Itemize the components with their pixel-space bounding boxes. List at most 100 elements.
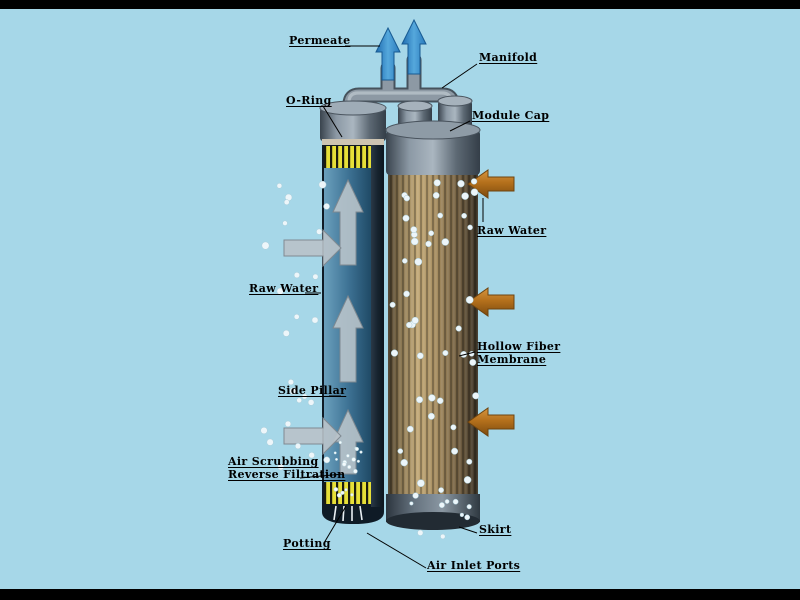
bubble-dot xyxy=(335,457,338,461)
bubble-dot xyxy=(311,316,319,324)
label-o-ring: O-Ring xyxy=(286,94,332,107)
bubble-dot xyxy=(452,498,459,505)
letterbox-top xyxy=(0,0,800,9)
bubble-dot xyxy=(410,226,418,233)
bubble-dot xyxy=(353,469,358,474)
label-side-pillar: Side Pillar xyxy=(278,384,347,397)
bubble-dot xyxy=(466,458,473,465)
potting-top xyxy=(324,146,371,168)
bubble-dot xyxy=(461,212,467,219)
bubble-dot xyxy=(289,387,298,395)
bubble-dot xyxy=(356,459,360,463)
bubbles-left xyxy=(260,180,331,471)
label-module-cap: Module Cap xyxy=(472,109,550,122)
bubble-dot xyxy=(287,379,294,386)
bubble-dot xyxy=(277,463,285,471)
bubble-dot xyxy=(354,446,359,452)
bubble-dot xyxy=(438,502,445,509)
bubble-dot xyxy=(469,358,477,366)
label-potting: Potting xyxy=(283,537,331,550)
bubble-dot xyxy=(347,464,352,470)
bubble-dot xyxy=(437,212,444,219)
bubble-dot xyxy=(400,459,408,467)
potting-bottom xyxy=(324,482,371,504)
bubble-dot xyxy=(432,192,440,199)
bubble-dot xyxy=(282,220,288,226)
bubble-dot xyxy=(465,296,474,304)
bubble-dot xyxy=(359,450,363,454)
bubble-dot xyxy=(308,452,315,459)
bubble-dot xyxy=(438,487,444,493)
raw-water-arrows xyxy=(467,169,515,437)
air-inlet-ports-marks xyxy=(333,505,363,522)
raw-water-inlet-arrows xyxy=(283,228,342,456)
bubble-dot xyxy=(346,454,350,458)
bubble-dot xyxy=(284,420,292,428)
leader-lines xyxy=(299,45,484,569)
raw-water-arrow-icon xyxy=(467,169,515,199)
bubble-dot xyxy=(441,238,450,246)
bubble-dot xyxy=(403,290,410,298)
bubble-dot xyxy=(410,237,419,246)
bubble-dot xyxy=(266,438,274,446)
right-module-cap xyxy=(385,95,481,175)
bubble-dot xyxy=(466,504,472,510)
permeate-arrows xyxy=(375,18,427,81)
bubble-dot xyxy=(409,501,414,506)
bubble-dot xyxy=(323,203,330,210)
bubble-dot xyxy=(301,393,308,400)
bubble-dot xyxy=(402,214,410,222)
side-pillar-wall xyxy=(371,145,384,507)
left-module-cap xyxy=(319,100,387,141)
permeate-arrow-icon xyxy=(401,18,427,75)
bubble-dot xyxy=(350,493,354,497)
bubble-dot xyxy=(428,394,436,402)
raw-water-arrow-icon xyxy=(467,287,515,317)
bubble-dot xyxy=(433,179,441,187)
right-module xyxy=(385,95,481,530)
bubble-dot xyxy=(444,499,450,504)
bubble-dot xyxy=(296,397,302,404)
label-permeate: Permeate xyxy=(289,34,351,47)
bubble-dot xyxy=(390,349,399,357)
bubble-dot xyxy=(442,350,449,356)
bubble-dot xyxy=(455,325,462,332)
label-manifold: Manifold xyxy=(479,51,538,64)
bubble-dot xyxy=(457,180,465,188)
bubble-dot xyxy=(416,396,424,404)
label-raw-water-left: Raw Water xyxy=(249,282,319,295)
bubble-dot xyxy=(307,399,315,406)
bubble-dot xyxy=(397,448,404,454)
bubble-dot xyxy=(293,313,300,320)
bubble-dot xyxy=(406,425,414,433)
bubbles-right xyxy=(389,178,480,499)
bubbles-skirt xyxy=(409,498,472,540)
bubble-dot xyxy=(389,301,396,308)
bubble-dot xyxy=(338,440,342,445)
bubble-dot xyxy=(414,257,423,266)
bubble-dot xyxy=(440,533,446,540)
bubble-dot xyxy=(417,479,425,488)
bubble-dot xyxy=(472,392,480,400)
bubble-dot xyxy=(316,228,323,235)
permeate-arrow-icon xyxy=(375,26,401,81)
bubble-dot xyxy=(436,397,444,405)
left-module-cutaway xyxy=(322,139,384,524)
raw-water-arrow-icon xyxy=(467,407,515,437)
skirt-part xyxy=(386,494,480,530)
bubble-dot xyxy=(294,443,302,450)
bubble-dot xyxy=(463,476,472,484)
bubble-dot xyxy=(340,490,345,495)
bubble-dot xyxy=(425,240,432,248)
bubble-dot xyxy=(333,451,337,455)
bubble-dot xyxy=(293,272,300,279)
bubble-dot xyxy=(470,188,479,196)
letterbox-bottom xyxy=(0,589,800,600)
bubble-dot xyxy=(416,352,424,360)
bubble-dot xyxy=(459,512,465,518)
bubble-dot xyxy=(323,456,331,464)
label-air-inlet-ports: Air Inlet Ports xyxy=(427,559,521,572)
bubble-dot xyxy=(427,412,435,420)
